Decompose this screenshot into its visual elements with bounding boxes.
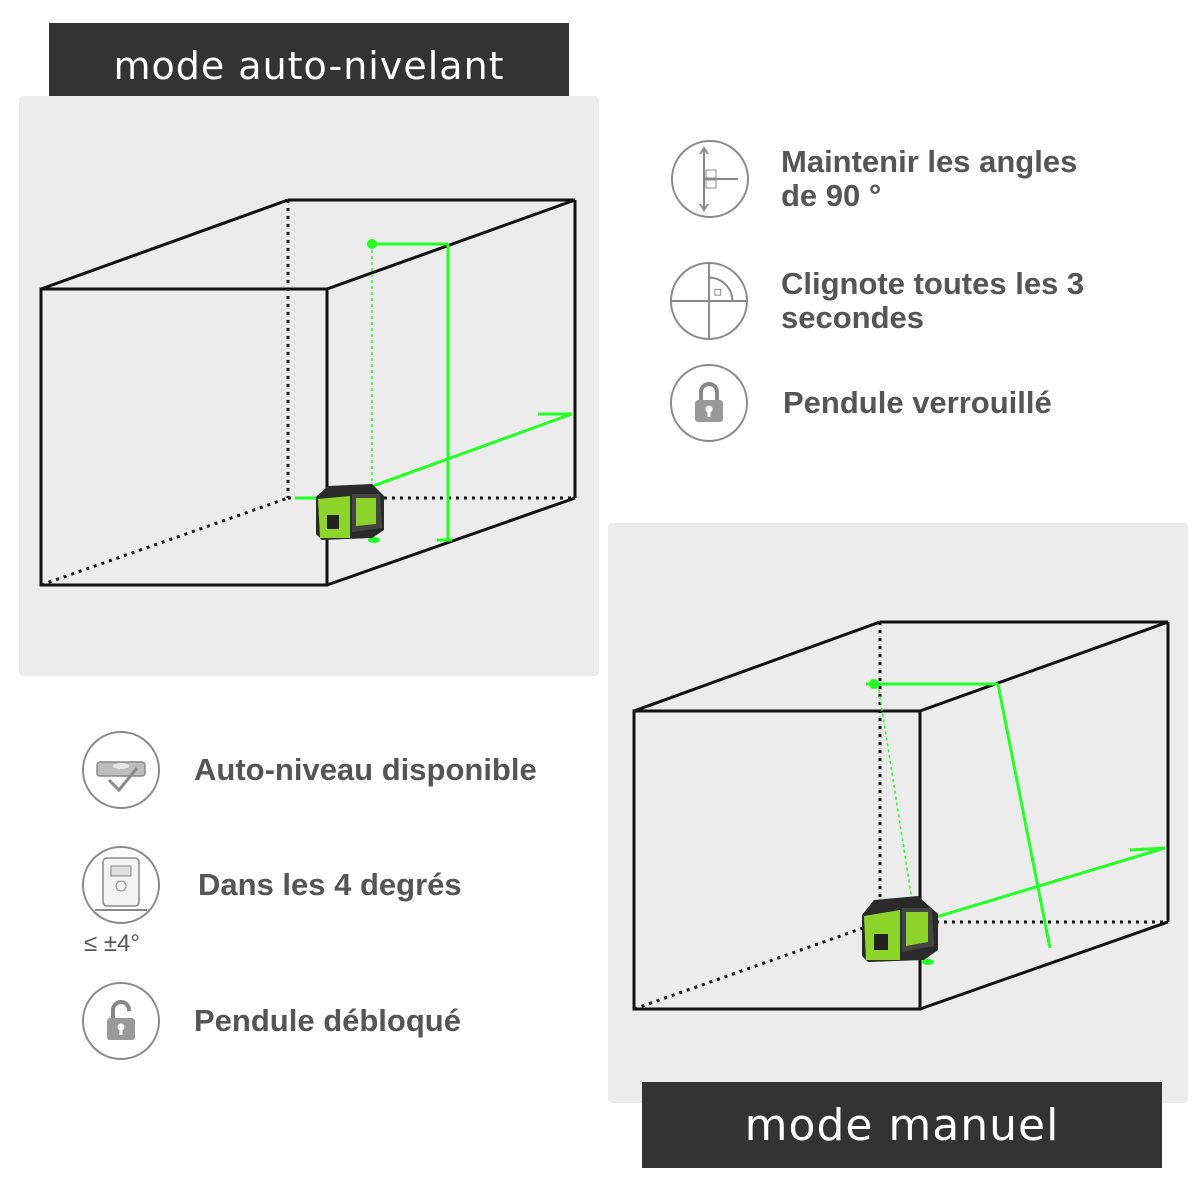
- tilt-range-icon: [82, 846, 160, 924]
- auto-level-label: Auto-niveau disponible: [194, 752, 537, 787]
- feature-tilt-range: Dans les 4 degrés: [82, 846, 462, 924]
- manual-mode-illustration: [608, 523, 1188, 1103]
- feature-pendulum-locked: Pendule verrouillé: [670, 364, 1052, 442]
- unlocked-padlock-icon: [82, 982, 160, 1060]
- auto-mode-illustration: [19, 96, 599, 676]
- laser-device: [316, 484, 384, 540]
- manual-mode-title: mode manuel: [744, 1099, 1060, 1151]
- back-edges: [40, 200, 575, 587]
- feature-auto-level: Auto-niveau disponible: [82, 731, 537, 809]
- auto-mode-banner: mode auto-nivelant: [49, 23, 569, 109]
- locked-padlock-icon: [670, 364, 748, 442]
- right-angle-label-line2: de 90 °: [781, 178, 882, 213]
- auto-room-diagram: [39, 198, 577, 587]
- right-angle-icon: [671, 140, 749, 218]
- feature-right-angle: Maintenir les angles de 90 °: [671, 140, 1077, 218]
- manual-mode-banner: mode manuel: [642, 1082, 1162, 1168]
- laser-lines: [866, 682, 1166, 949]
- crosshair-quadrant-icon: [670, 262, 748, 340]
- blink-label-line2: secondes: [781, 300, 925, 335]
- feature-blink: Clignote toutes les 3 secondes: [670, 262, 1084, 340]
- blink-label: Clignote toutes les 3 secondes: [781, 267, 1084, 335]
- laser-device: [862, 896, 938, 962]
- pendulum-locked-label: Pendule verrouillé: [783, 385, 1052, 420]
- laser-lines: [295, 242, 573, 542]
- tilt-range-label: Dans les 4 degrés: [198, 867, 462, 902]
- right-angle-label-line1: Maintenir les angles: [781, 144, 1078, 179]
- blink-label-line1: Clignote toutes les 3: [781, 266, 1085, 301]
- room-edges: [632, 620, 1170, 1011]
- level-check-icon: [82, 731, 160, 809]
- tilt-angle-note: ≤ ±4°: [84, 930, 140, 957]
- right-angle-label: Maintenir les angles de 90 °: [781, 145, 1077, 213]
- feature-pendulum-unlocked: Pendule débloqué: [82, 982, 461, 1060]
- room-edges: [39, 198, 577, 587]
- manual-room-diagram: [632, 620, 1170, 1011]
- auto-mode-title: mode auto-nivelant: [113, 44, 505, 88]
- pendulum-unlocked-label: Pendule débloqué: [194, 1003, 461, 1038]
